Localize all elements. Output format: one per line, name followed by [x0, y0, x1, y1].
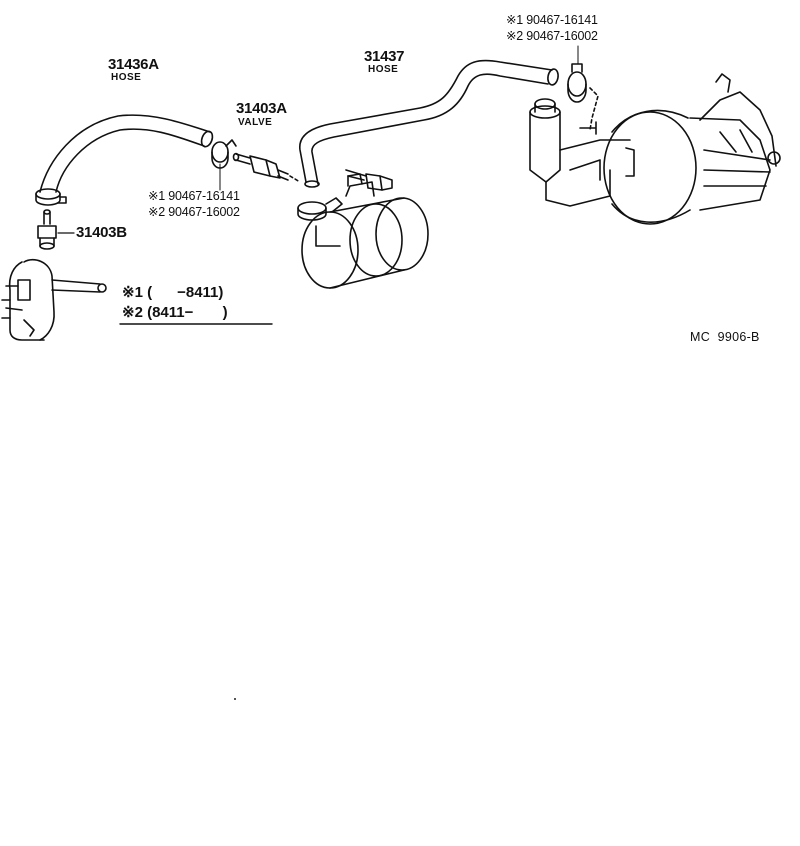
part-number-31437: 31437 — [364, 48, 405, 65]
clamp-callout-top-2: ※2 90467-16002 — [506, 29, 598, 43]
hose-31437 — [299, 59, 559, 188]
clamp-callout-mid-1: ※1 90467-16141 — [148, 189, 240, 203]
legend-range-1: ( −8411) — [147, 284, 224, 301]
hose-clamp-left — [35, 188, 67, 206]
part-number-31436a: 31436A — [108, 56, 159, 73]
hose-clamp-middle — [297, 197, 343, 221]
check-fitting — [345, 169, 393, 191]
legend-mark-1: ※1 — [122, 284, 143, 301]
legend-row-1: ※1 ( −8411) — [122, 283, 223, 301]
scan-speck — [234, 698, 236, 700]
leader-lines — [219, 45, 579, 191]
hose-clamp-top-right — [567, 63, 599, 131]
air-cleaner-canister — [301, 173, 429, 289]
clamp-callout-mid-2: ※2 90467-16002 — [148, 205, 240, 219]
carburetor-body — [1, 258, 107, 341]
part-number-31403a: 31403A — [236, 100, 287, 117]
valve-31403b — [37, 209, 75, 250]
part-name-hose-b: HOSE — [368, 64, 399, 75]
part-name-valve-a: VALVE — [238, 117, 273, 128]
part-number-31403b: 31403B — [76, 224, 127, 241]
clamp-valve-a — [211, 139, 237, 169]
legend-row-2: ※2 (8411− ) — [122, 303, 228, 321]
legend-mark-2: ※2 — [122, 304, 143, 321]
valve-31403a — [232, 152, 301, 183]
hose-31436a — [39, 114, 214, 193]
legend-range-2: (8411− ) — [147, 304, 228, 321]
clamp-callout-top-1: ※1 90467-16141 — [506, 13, 598, 27]
brake-booster — [529, 73, 781, 225]
diagram-code: MC 9906-B — [690, 330, 760, 344]
part-name-hose-a: HOSE — [111, 72, 142, 83]
